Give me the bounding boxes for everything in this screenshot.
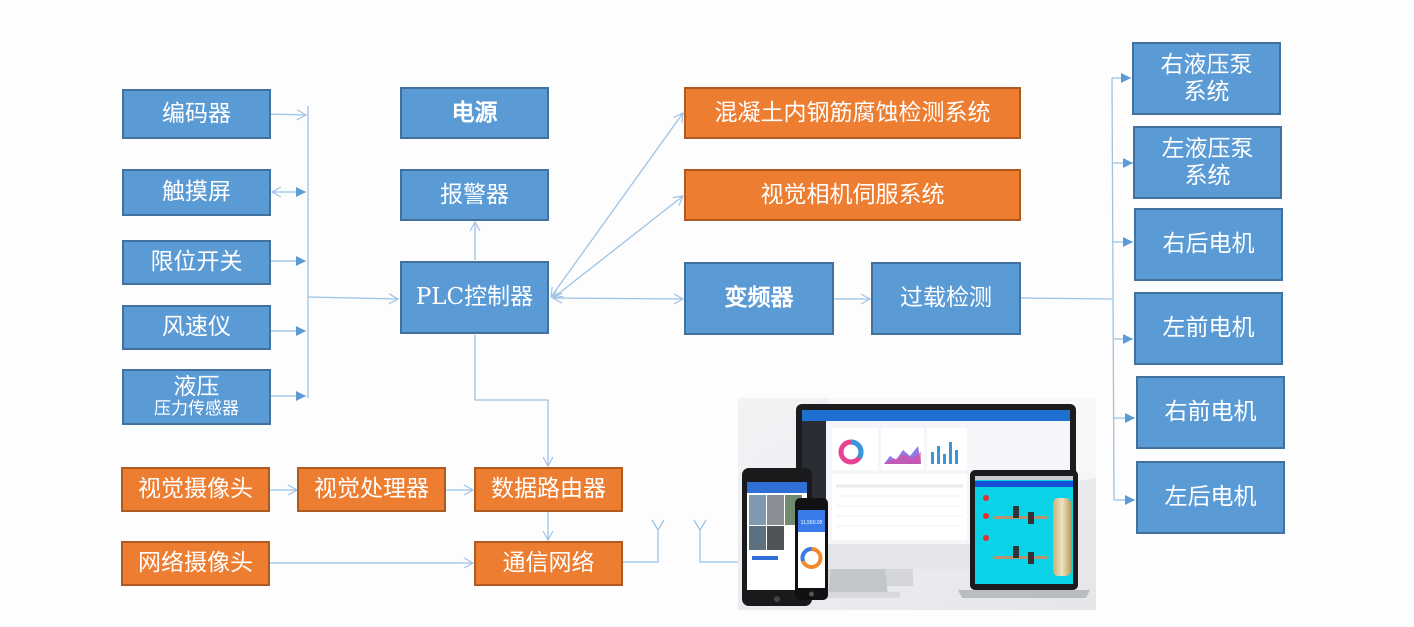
limit-switch-label: 限位开关 bbox=[150, 249, 243, 276]
hydraulic-sensor-label-line1: 液压 bbox=[173, 374, 220, 400]
right-rear-motor-label: 右后电机 bbox=[1162, 231, 1255, 258]
vision-servo-system-label: 视觉相机伺服系统 bbox=[760, 181, 945, 208]
inverter-box: 变频器 bbox=[684, 262, 834, 335]
rebar-corrosion-system-box: 混凝土内钢筋腐蚀检测系统 bbox=[684, 87, 1021, 139]
plc-to-router-connector bbox=[474, 335, 554, 468]
right-hydraulic-pump-box: 右液压泵 系统 bbox=[1132, 42, 1281, 115]
antenna-line-right bbox=[699, 530, 740, 563]
left-rear-motor-label: 左后电机 bbox=[1164, 484, 1257, 511]
antenna-icon bbox=[693, 519, 707, 532]
inverter-label: 变频器 bbox=[724, 284, 794, 312]
left-hydraulic-pump-label-line2: 系统 bbox=[1184, 162, 1231, 189]
network-camera-label: 网络摄像头 bbox=[138, 550, 253, 577]
comm-network-label: 通信网络 bbox=[502, 550, 595, 577]
antenna-icon bbox=[651, 519, 665, 532]
hydraulic-sensor-box: 液压 压力传感器 bbox=[122, 369, 271, 425]
encoder-connector bbox=[269, 109, 308, 121]
phone-value-text: 11,560.00 bbox=[801, 520, 823, 526]
data-router-box: 数据路由器 bbox=[474, 467, 623, 512]
data-router-label: 数据路由器 bbox=[491, 476, 606, 503]
right-hydraulic-pump-label-line2: 系统 bbox=[1183, 78, 1230, 105]
encoder-label: 编码器 bbox=[162, 100, 231, 127]
limit-switch-box: 限位开关 bbox=[122, 240, 271, 285]
encoder-box: 编码器 bbox=[122, 89, 271, 139]
touchscreen-label: 触摸屏 bbox=[162, 179, 231, 206]
laptop-icon bbox=[958, 470, 1090, 598]
vision-processor-label: 视觉处理器 bbox=[314, 476, 429, 503]
bus-to-plc-connector bbox=[307, 293, 400, 305]
right-hydraulic-pump-label-line1: 右液压泵 bbox=[1160, 52, 1253, 79]
plc-controller-label: PLC控制器 bbox=[415, 284, 534, 311]
hydraulic-sensor-label-line2: 压力传感器 bbox=[154, 399, 239, 420]
comm-network-box: 通信网络 bbox=[474, 541, 623, 586]
overload-detection-box: 过载检测 bbox=[871, 262, 1021, 335]
phone-icon: 11,560.00 bbox=[795, 498, 828, 600]
left-hydraulic-pump-label-line1: 左液压泵 bbox=[1161, 136, 1254, 163]
right-front-motor-label: 右前电机 bbox=[1164, 399, 1257, 426]
left-front-motor-box: 左前电机 bbox=[1134, 292, 1283, 365]
anemometer-box: 风速仪 bbox=[122, 305, 271, 350]
left-front-motor-label: 左前电机 bbox=[1162, 315, 1255, 342]
alarm-label: 报警器 bbox=[440, 181, 509, 208]
right-front-motor-box: 右前电机 bbox=[1136, 376, 1285, 449]
touchscreen-box: 触摸屏 bbox=[122, 169, 271, 216]
vision-camera-label: 视觉摄像头 bbox=[138, 476, 253, 503]
plc-to-inverter-connector bbox=[551, 292, 685, 305]
power-label: 电源 bbox=[451, 98, 498, 126]
power-box: 电源 bbox=[400, 87, 549, 139]
devices-illustration: 11,560.00 bbox=[738, 398, 1096, 610]
output-bus-line bbox=[1111, 77, 1115, 501]
antenna-line-left bbox=[623, 530, 659, 563]
plc-controller-box: PLC控制器 bbox=[400, 261, 549, 334]
anemometer-label: 风速仪 bbox=[162, 314, 231, 341]
overload-detection-label: 过载检测 bbox=[900, 285, 992, 312]
plc-to-vision-servo-connector bbox=[552, 195, 684, 299]
plc-to-rebar-connector bbox=[550, 111, 684, 299]
alarm-box: 报警器 bbox=[400, 169, 549, 221]
left-rear-motor-box: 左后电机 bbox=[1136, 461, 1285, 534]
vision-processor-box: 视觉处理器 bbox=[297, 467, 446, 512]
vision-camera-box: 视觉摄像头 bbox=[121, 467, 270, 512]
vision-servo-system-box: 视觉相机伺服系统 bbox=[684, 169, 1021, 221]
right-rear-motor-box: 右后电机 bbox=[1134, 208, 1283, 281]
rebar-corrosion-system-label: 混凝土内钢筋腐蚀检测系统 bbox=[714, 99, 991, 126]
left-hydraulic-pump-box: 左液压泵 系统 bbox=[1133, 126, 1282, 199]
overload-to-bus-line bbox=[1020, 297, 1113, 300]
network-camera-box: 网络摄像头 bbox=[121, 541, 270, 586]
